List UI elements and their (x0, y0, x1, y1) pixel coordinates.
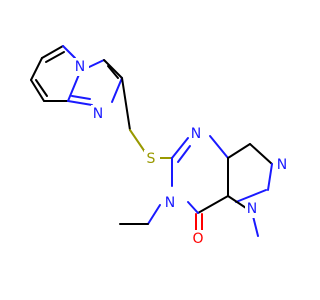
bond (209, 135, 229, 159)
atom-label-sulfur: S (147, 151, 156, 167)
label-bg (189, 125, 205, 143)
label-bg (245, 200, 261, 218)
bonds (30, 45, 273, 237)
atom-label-nitrogen: N (247, 201, 257, 217)
atom-labels: N N S N N N N O (73, 58, 291, 248)
bond (121, 77, 131, 131)
atom-label-nitrogen: N (191, 126, 201, 142)
bond (177, 145, 191, 163)
atom-label-oxygen: O (192, 231, 203, 247)
bond (197, 195, 229, 214)
molecule-structure-diagram: N N S N N N N O (30, 45, 291, 248)
bond (45, 51, 65, 63)
label-bg (275, 156, 291, 174)
bond (35, 79, 48, 97)
label-bg (191, 230, 207, 248)
bond (86, 59, 105, 69)
bond (103, 59, 123, 79)
bond (267, 163, 273, 191)
bond (71, 95, 91, 100)
label-bg (91, 105, 107, 123)
atom-label-nitrogen: N (277, 157, 287, 173)
label-bg (163, 194, 179, 212)
bond (62, 45, 76, 59)
label-bg (73, 58, 89, 76)
bond (147, 204, 161, 225)
bond (111, 77, 123, 103)
bond (107, 65, 119, 79)
bond (30, 57, 43, 81)
bond (235, 189, 267, 203)
atom-label-nitrogen: N (93, 106, 103, 122)
label-bg (144, 150, 160, 168)
atom-label-nitrogen: N (165, 195, 175, 211)
atom-label-nitrogen: N (75, 59, 85, 75)
bond (41, 45, 64, 59)
bond (249, 143, 273, 165)
bond (187, 201, 199, 214)
bond (30, 79, 45, 102)
bond (129, 129, 146, 153)
bond (67, 100, 93, 106)
bond (227, 143, 251, 159)
bond (171, 137, 189, 159)
bond (67, 71, 81, 102)
